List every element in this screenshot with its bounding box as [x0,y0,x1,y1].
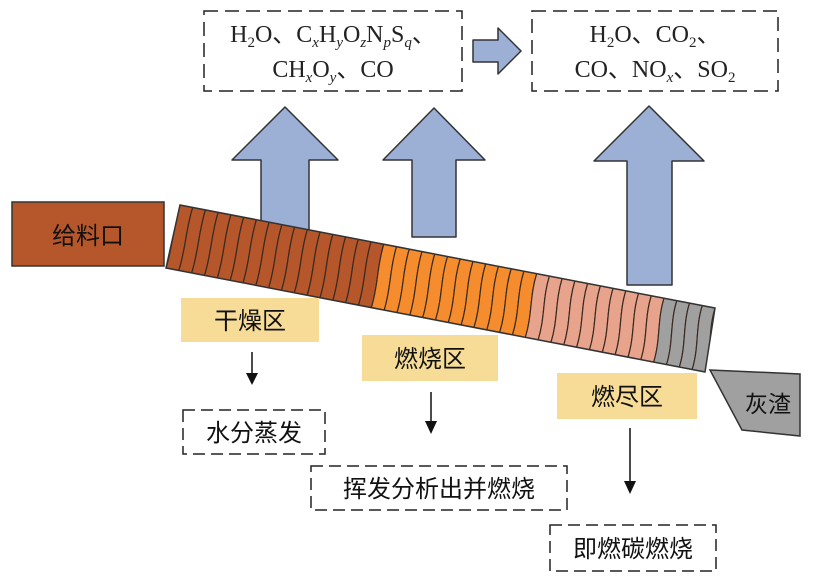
zone-drying-label: 干燥区 [214,307,286,335]
zone-burnout-label: 燃尽区 [591,383,663,411]
down-arrow-icon-burnout [624,481,636,494]
gas-box-final-line1: H2O、CO2、 [589,22,720,51]
gas-box-initial: H2O、CxHyOzNpSq、 CHxOy、CO [203,10,463,92]
down-arrow-icon-drying [246,373,258,385]
zone-drying-label-bg [181,298,319,342]
zone-drying: 干燥区 水分蒸发 [181,298,326,455]
zone-combustion-label: 燃烧区 [394,345,466,373]
ash-outlet-label: 灰渣 [745,392,791,418]
gas-box-final: H2O、CO2、 CO、NOx、SO2 [531,10,779,92]
feed-inlet: 给料口 [11,201,165,267]
grate-band [166,205,715,372]
gas-box-final-line2: CO、NOx、SO2 [575,57,736,86]
zone-burnout: 燃尽区 即燃碳燃烧 [549,373,717,572]
ash-outlet: 灰渣 [708,369,801,437]
zone-burnout-process: 即燃碳燃烧 [573,535,693,563]
right-arrow-icon [472,27,522,75]
up-arrow-icon-combustion [382,107,486,238]
zone-combustion: 燃烧区 挥发分析出并燃烧 [310,335,568,511]
down-arrow-icon-combustion [425,421,437,434]
up-arrow-icon-burnout [593,105,705,286]
grate-outline [165,204,716,373]
gas-box-initial-line1: H2O、CxHyOzNpSq、 [230,22,436,51]
gas-box-initial-line2: CHxOy、CO [272,57,393,86]
feed-inlet-label: 给料口 [52,222,124,250]
zone-drying-process: 水分蒸发 [206,419,302,447]
zone-burnout-label-bg [557,373,697,419]
grate-segment [691,304,715,372]
zone-combustion-label-bg [362,335,498,381]
zone-combustion-process: 挥发分析出并燃烧 [343,475,535,503]
